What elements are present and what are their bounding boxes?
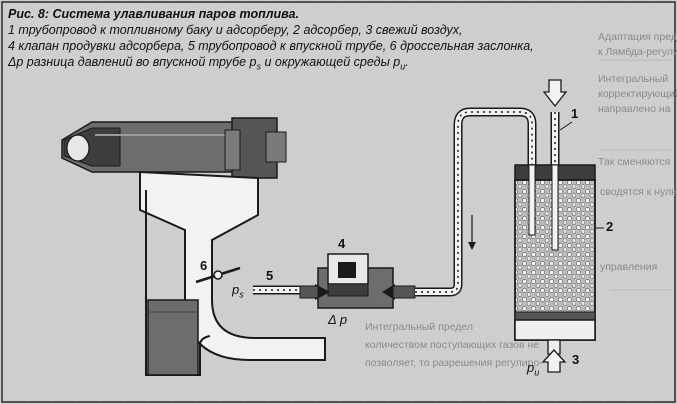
figure-caption: Рис. 8: Система улавливания паров топлив… bbox=[8, 6, 608, 75]
background-text: к Лямбда-регули bbox=[598, 46, 677, 58]
background-text: количеством поступающих газов не bbox=[365, 339, 540, 351]
label-1: 1 bbox=[571, 106, 579, 121]
label-ps: ps bbox=[232, 282, 244, 300]
background-text: Интегральный bbox=[598, 73, 669, 85]
carbon-canister bbox=[514, 164, 604, 373]
background-text: корректирующий bbox=[598, 88, 677, 100]
caption-text: Δp разница давлений во впускной трубе p bbox=[8, 55, 257, 69]
background-text: Так сменяются bbox=[598, 156, 671, 168]
caption-text: . bbox=[405, 55, 409, 69]
label-pu-subscript: u bbox=[534, 367, 540, 378]
background-text: управления bbox=[600, 261, 658, 273]
show-through-lines bbox=[600, 59, 672, 291]
background-text: позволяет, то разрешения регулиро- bbox=[365, 357, 543, 369]
label-5: 5 bbox=[266, 268, 274, 283]
purge-valve bbox=[299, 253, 416, 309]
purge-line-to-canister bbox=[415, 107, 537, 297]
label-delta-p: Δ p bbox=[328, 312, 348, 327]
label-ps-p: p bbox=[232, 282, 240, 297]
caption-subscript: s bbox=[256, 61, 262, 72]
label-3: 3 bbox=[572, 352, 580, 367]
background-text: Интегральный предел bbox=[365, 321, 473, 333]
label-4: 4 bbox=[338, 236, 346, 251]
intake-manifold bbox=[61, 117, 326, 376]
caption-line: Δp разница давлений во впускной трубе ps… bbox=[8, 54, 608, 75]
caption-line: 4 клапан продувки адсорбера, 5 трубопров… bbox=[8, 39, 534, 53]
background-text: сводятся к нулю bbox=[600, 186, 677, 198]
label-pu-p: p bbox=[527, 360, 535, 375]
caption-text: и окружающей среды p bbox=[261, 55, 401, 69]
label-pu: pu bbox=[527, 360, 539, 378]
label-ps-subscript: s bbox=[239, 289, 244, 300]
label-2: 2 bbox=[606, 219, 614, 234]
background-text: направлено на bbox=[598, 103, 671, 115]
caption-line: 1 трубопровод к топливному баку и адсорб… bbox=[8, 23, 463, 37]
caption-subscript: u bbox=[400, 61, 406, 72]
caption-title: Рис. 8: Система улавливания паров топлив… bbox=[8, 7, 299, 21]
background-text: Адаптация пред bbox=[598, 31, 677, 43]
label-6: 6 bbox=[200, 258, 208, 273]
